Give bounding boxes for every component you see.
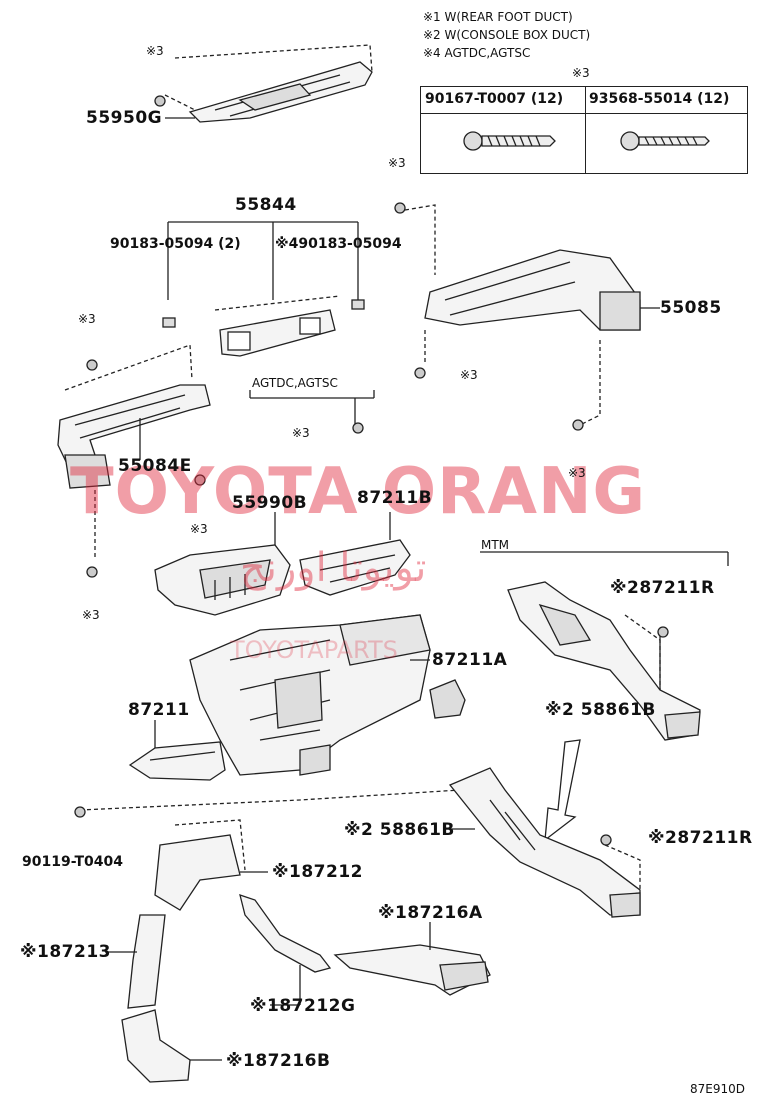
label-90183-4: ※490183-05094 [275,236,402,252]
part-87212-drawing [154,819,268,911]
direction-arrow [544,739,581,842]
part-55085-drawing [404,204,660,426]
part-58861b-lower-drawing [445,767,641,918]
label-87211a: 87211A [432,650,508,670]
label-87211r-b: ※287211R [648,828,753,848]
label-87216a: ※187216A [378,903,483,923]
watermark-sub: TOYOTAPARTS [230,636,398,664]
mark-3-b: ※3 [388,156,406,170]
mark-3-e: ※3 [292,426,310,440]
label-55085: 55085 [660,298,722,318]
label-87212g: ※187212G [250,996,356,1016]
part-55990b-drawing [154,512,291,616]
screw-markers [74,95,669,846]
part-58861b-upper-drawing [507,581,701,741]
label-mtm: MTM [481,538,510,552]
part-55950g-drawing [164,44,373,123]
screw-icons [463,131,710,151]
label-55844: 55844 [235,195,297,215]
fastener-table-divider [585,87,586,173]
label-58861b-b: ※2 58861B [344,820,455,840]
label-agtdc: AGTDC,AGTSC [252,376,338,390]
note-1: ※1 W(REAR FOOT DUCT) [423,10,573,24]
label-87212: ※187212 [272,862,363,882]
mark-3-h: ※3 [82,608,100,622]
diagram-code: 87E910D [690,1082,745,1096]
mark-3-g: ※3 [190,522,208,536]
label-55990b: 55990B [232,493,308,513]
fastener-col-1: 90167-T0007 (12) [425,91,564,107]
agtdc-bracket [249,390,375,425]
heater-unit-drawing [189,614,431,776]
label-55950g: 55950G [86,108,163,128]
mark-3-f: ※3 [568,466,586,480]
label-87216b: ※187216B [226,1051,331,1071]
part-87213-drawing [105,914,166,1009]
mark-3-c: ※3 [78,312,96,326]
label-55084e: 55084E [118,456,192,476]
label-58861b-a: ※2 58861B [545,700,656,720]
fastener-mark: ※3 [572,66,590,80]
mtm-bracket [480,551,729,566]
part-87211a-drawing [429,679,466,719]
watermark-arabic: تويوتا اورنج [240,545,427,591]
label-87211r-a: ※287211R [610,578,715,598]
part-87211b-drawing [299,512,411,596]
part-87216a-drawing [333,922,491,996]
mark-3-a: ※3 [146,44,164,58]
label-87211b: 87211B [357,488,433,508]
part-87216b-drawing [121,1009,222,1083]
note-4: ※4 AGTDC,AGTSC [423,46,531,60]
label-87213: ※187213 [20,942,111,962]
watermark-main: TOYOTA ORANG [70,455,647,529]
fastener-table: 90167-T0007 (12) 93568-55014 (12) [420,86,748,174]
part-87211-drawing [128,720,226,781]
fastener-table-header [421,87,747,114]
note-2: ※2 W(CONSOLE BOX DUCT) [423,28,591,42]
fastener-col-2: 93568-55014 (12) [589,91,730,107]
label-90119: 90119-T0404 [22,854,123,870]
label-90183-2: 90183-05094 (2) [110,236,241,252]
label-87211: 87211 [128,700,190,720]
part-87212g-drawing [239,894,332,1006]
part-55084e-drawing [57,344,211,560]
mark-3-d: ※3 [460,368,478,382]
part-55844-drawing [162,221,365,357]
